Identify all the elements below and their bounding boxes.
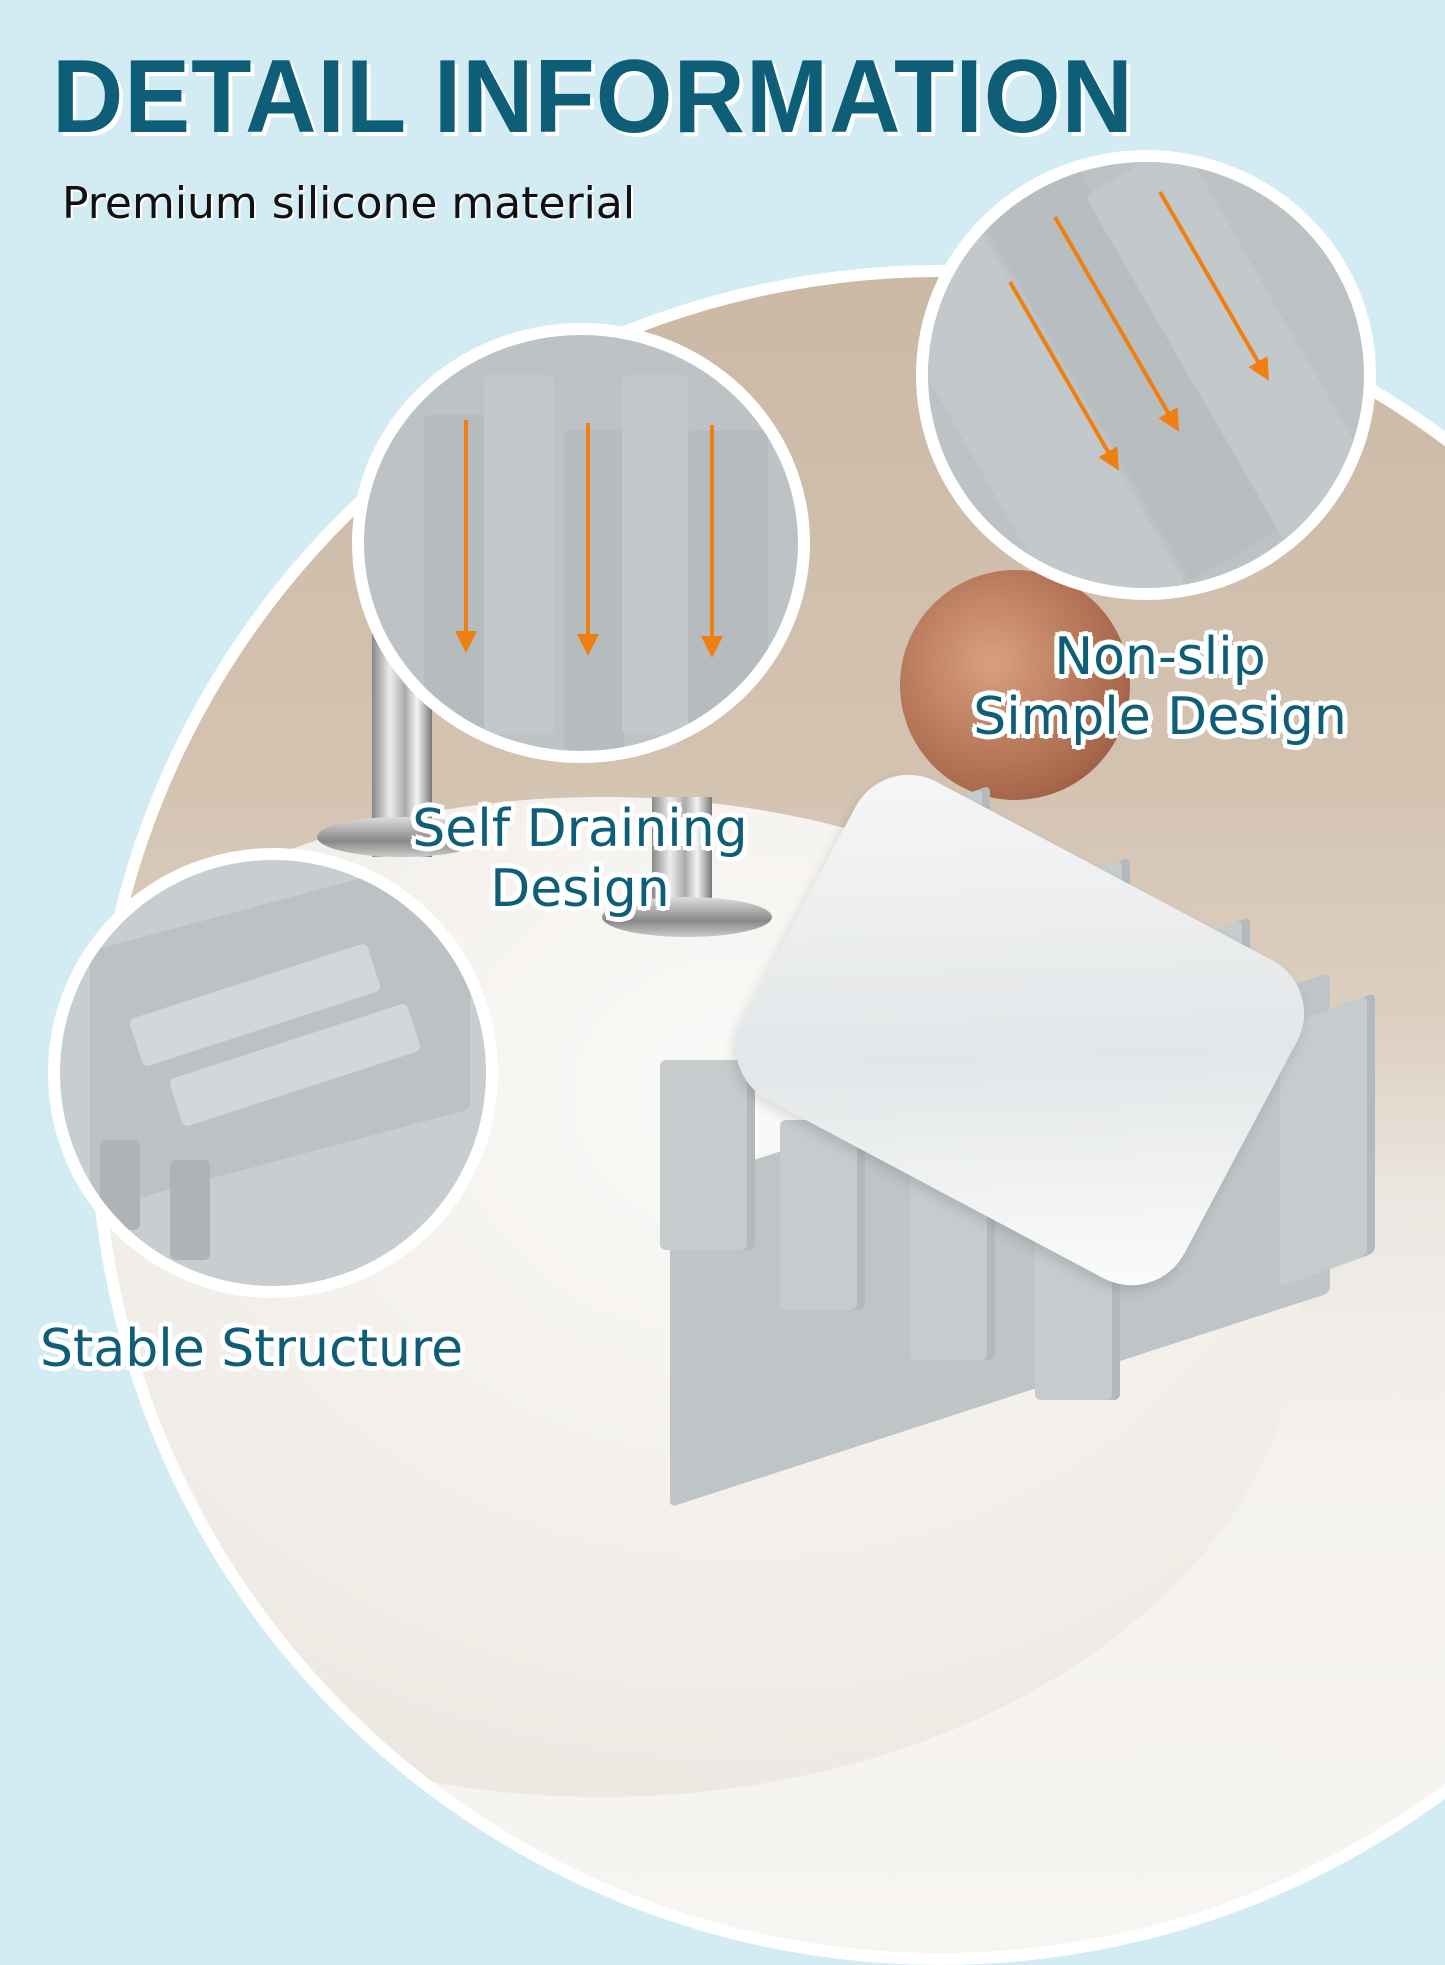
drain-arrow-icon [455,420,477,653]
dish-rib [688,430,768,750]
caption-line: Stable Structure [40,1319,464,1379]
drain-arrow-icon [701,425,723,658]
caption-line: Simple Design [973,686,1347,747]
dish-fin [780,1120,865,1310]
inset-self-draining [352,323,810,763]
faucet-left-base [317,817,487,857]
caption-line: Non-slip [1054,627,1266,687]
caption-line: Self Draining [412,799,748,859]
soap-dish-main [660,785,1380,1508]
tray-leg [100,1140,140,1230]
caption-self-draining: Self Draining Design [395,799,765,920]
drain-arrow-icon [577,423,599,656]
page-title: DETAIL INFORMATION [52,39,1134,155]
faucet-right-base [602,897,772,937]
dish-rib [564,430,624,750]
hand-image [900,570,1130,800]
page-subtitle: Premium silicone material [62,178,636,229]
inset-non-slip [916,150,1376,600]
dish-rib [622,375,688,735]
dish-fin [660,1060,755,1250]
caption-line: Design [490,858,670,919]
tray-leg [170,1160,210,1260]
dish-rib [484,375,554,735]
caption-stable-structure: Stable Structure [40,1319,510,1380]
caption-non-slip: Non-slip Simple Design [960,627,1360,748]
